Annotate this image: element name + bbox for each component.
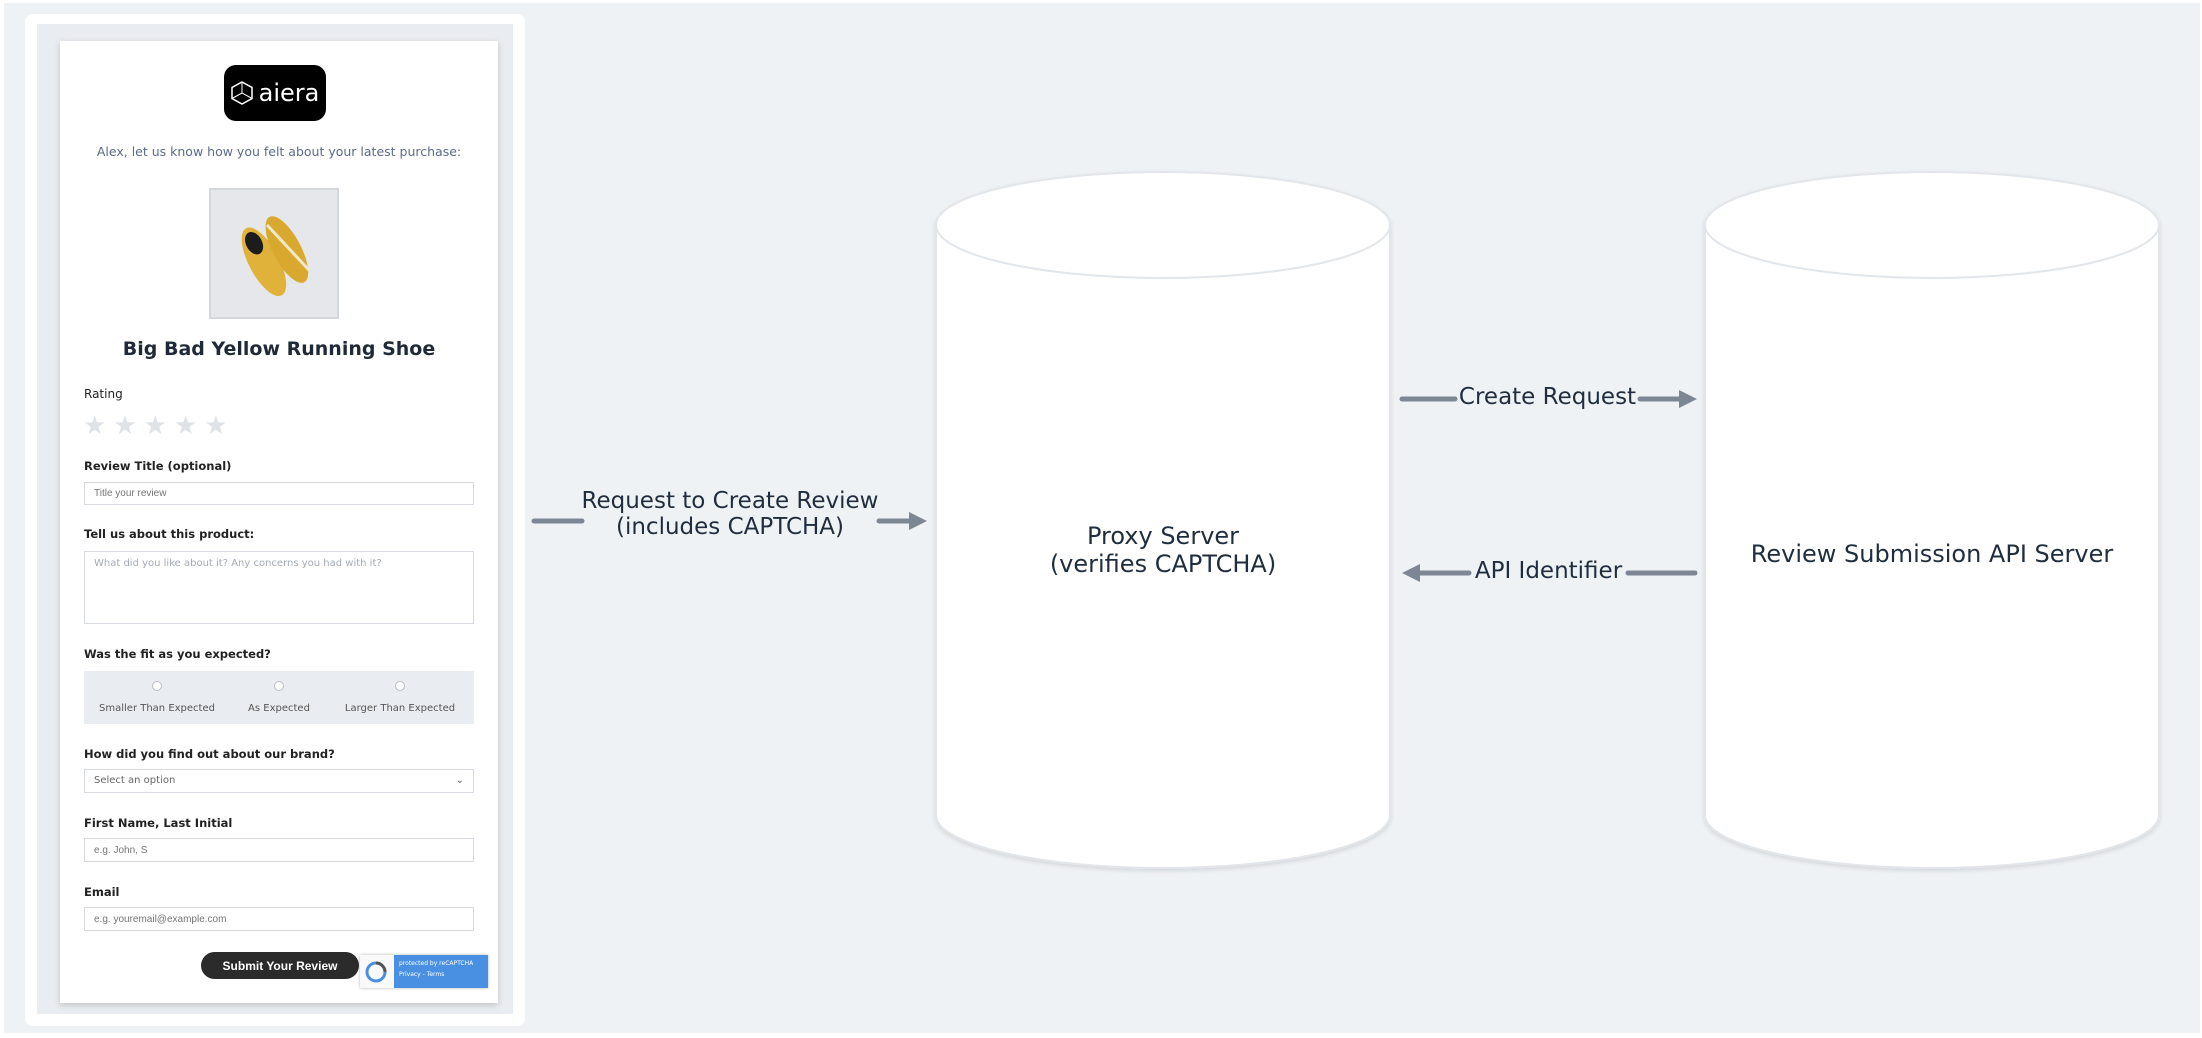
star-icon[interactable]: ★ — [204, 411, 228, 441]
email-label: Email — [84, 885, 120, 899]
source-label: How did you find out about our brand? — [84, 747, 335, 761]
name-label: First Name, Last Initial — [84, 816, 233, 830]
aiera-logo-icon — [230, 81, 253, 105]
review-form: aiera Alex, let us know how you felt abo… — [60, 41, 498, 1003]
request-arrow-line1: Request to Create Review — [581, 488, 879, 514]
review-body-label: Tell us about this product: — [84, 527, 255, 541]
api-server-cylinder — [1704, 171, 2160, 869]
source-select[interactable]: Select an option ⌄ — [84, 769, 474, 793]
recaptcha-icon — [365, 961, 387, 983]
fit-label: Was the fit as you expected? — [84, 647, 271, 661]
submit-review-button[interactable]: Submit Your Review — [201, 952, 359, 979]
logo: aiera — [224, 65, 326, 121]
intro-text: Alex, let us know how you felt about you… — [96, 144, 462, 159]
review-title-input[interactable] — [84, 482, 474, 505]
review-body-textarea[interactable]: What did you like about it? Any concerns… — [84, 551, 474, 624]
fit-option-label: Larger Than Expected — [344, 703, 456, 714]
request-arrow-line2: (includes CAPTCHA) — [615, 514, 845, 540]
create-request-label: Create Request — [1458, 384, 1637, 410]
recaptcha-links: Privacy - Terms — [399, 971, 445, 978]
fit-radio-larger[interactable] — [395, 681, 405, 691]
fit-option-label: Smaller Than Expected — [99, 703, 215, 714]
proxy-server-cylinder — [935, 171, 1391, 869]
logo-text: aiera — [258, 79, 320, 107]
fit-option-label: As Expected — [248, 703, 310, 714]
product-name: Big Bad Yellow Running Shoe — [122, 338, 436, 360]
api-server-label: Review Submission API Server — [1750, 540, 2114, 568]
name-input[interactable] — [84, 838, 474, 862]
proxy-server-name: Proxy Server — [1086, 522, 1240, 550]
star-icon[interactable]: ★ — [83, 411, 107, 441]
email-input[interactable] — [84, 907, 474, 931]
recaptcha-text: protected by reCAPTCHA — [399, 960, 474, 967]
request-arrow — [531, 512, 927, 530]
star-icon[interactable]: ★ — [173, 411, 198, 441]
source-select-value: Select an option — [94, 775, 176, 786]
rating-stars[interactable]: ★★★★★ — [83, 413, 228, 439]
api-identifier-label: API Identifier — [1474, 558, 1623, 584]
fit-options: Smaller Than Expected As Expected Larger… — [84, 671, 474, 724]
rating-label: Rating — [84, 387, 123, 401]
chevron-down-icon: ⌄ — [455, 775, 464, 786]
shoe-product-image — [209, 188, 339, 319]
proxy-server-label: Proxy Server (verifies CAPTCHA) — [936, 522, 1390, 578]
request-arrow-label: Request to Create Review (includes CAPTC… — [580, 488, 880, 540]
proxy-server-note: (verifies CAPTCHA) — [1049, 550, 1277, 578]
fit-radio-expected[interactable] — [274, 681, 284, 691]
fit-radio-smaller[interactable] — [152, 681, 162, 691]
recaptcha-badge[interactable]: protected by reCAPTCHA Privacy - Terms — [360, 955, 488, 988]
api-identifier-arrow — [1402, 564, 1698, 582]
create-request-arrow — [1399, 390, 1697, 408]
star-icon[interactable]: ★ — [143, 411, 167, 441]
review-title-label: Review Title (optional) — [84, 459, 232, 473]
star-icon[interactable]: ★ — [113, 411, 137, 441]
